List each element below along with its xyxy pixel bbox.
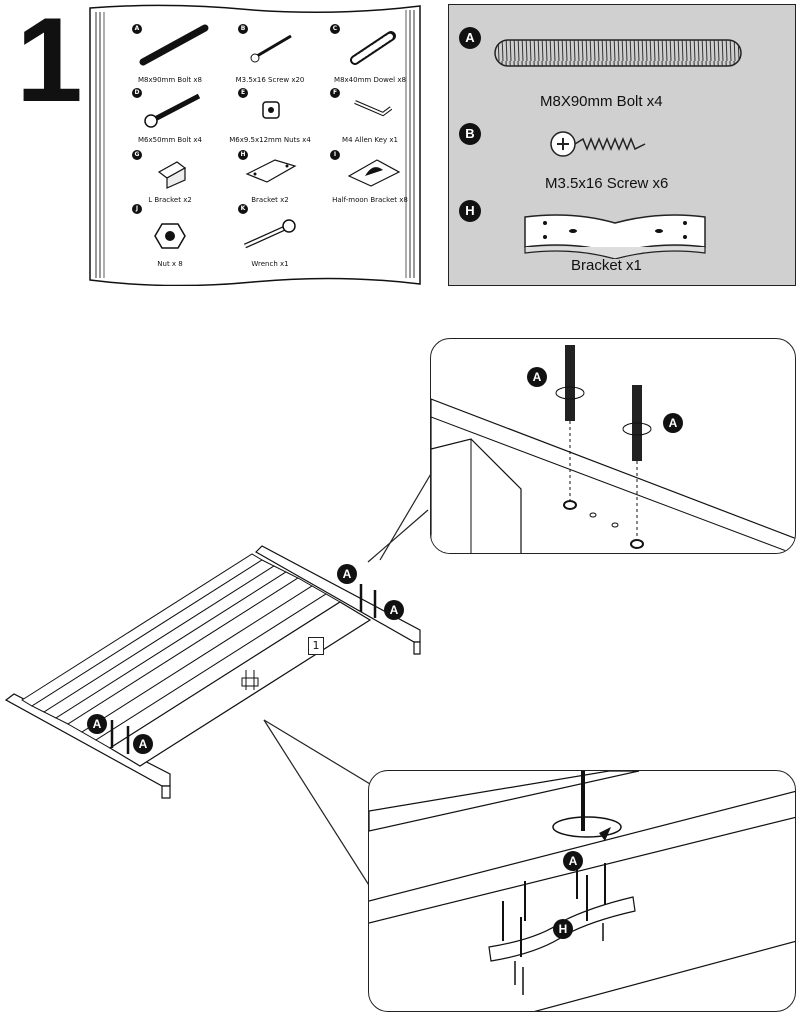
part-badge: G bbox=[132, 150, 142, 160]
part-badge: H bbox=[238, 150, 248, 160]
dowel-icon bbox=[350, 31, 396, 65]
wrench-icon bbox=[243, 219, 296, 249]
callout-badge: H bbox=[553, 919, 573, 939]
callout-badge: A bbox=[133, 734, 153, 754]
callout-badge: A bbox=[337, 564, 357, 584]
part-label: M4 Allen Key x1 bbox=[342, 136, 398, 144]
detail-panel-bracket: A H bbox=[368, 770, 796, 1012]
part-e-cell: M6x9.5x12mm Nuts x4 bbox=[218, 88, 322, 144]
part-h-cell: Bracket x2 bbox=[218, 150, 322, 204]
part-label: Bracket x2 bbox=[251, 196, 289, 204]
part-g-cell: L Bracket x2 bbox=[118, 150, 222, 204]
callout-badge: A bbox=[87, 714, 107, 734]
part-badge: A bbox=[459, 27, 481, 49]
detail-panel-bolts: A A bbox=[430, 338, 796, 554]
part-c-cell: M8x40mm Dowel x8 bbox=[318, 22, 422, 84]
part-badge: I bbox=[330, 150, 340, 160]
part-k-cell: Wrench x1 bbox=[218, 214, 322, 268]
part-badge: H bbox=[459, 200, 481, 222]
step-parts-box: A M8X90mm Bolt x4 B M3.5x16 Screw x6 H B… bbox=[448, 4, 796, 286]
part-badge: B bbox=[459, 123, 481, 145]
part-label: Half-moon Bracket x8 bbox=[332, 196, 408, 204]
part-f-cell: M4 Allen Key x1 bbox=[318, 88, 422, 144]
parts-sheet-frame bbox=[89, 4, 421, 287]
half-moon-bracket-icon bbox=[347, 159, 401, 187]
bolt-icon bbox=[494, 39, 742, 67]
part-badge: K bbox=[238, 204, 248, 214]
part-a-cell: M8x90mm Bolt x8 bbox=[118, 22, 222, 84]
part-b-cell: M3.5x16 Screw x20 bbox=[218, 22, 322, 84]
parts-sheet: M8x90mm Bolt x8 M3.5x16 Screw x20 M8x40m… bbox=[88, 4, 422, 287]
part-label: M8x40mm Dowel x8 bbox=[334, 76, 406, 84]
bracket-icon bbox=[245, 159, 297, 183]
part-d-cell: M6x50mm Bolt x4 bbox=[118, 88, 222, 144]
part-i-cell: Half-moon Bracket x8 bbox=[318, 150, 422, 204]
part-badge: C bbox=[330, 24, 340, 34]
part-label: M8x90mm Bolt x8 bbox=[137, 76, 202, 84]
bolt-icon bbox=[139, 24, 209, 66]
part-label: M6x9.5x12mm Nuts x4 bbox=[229, 136, 311, 144]
part-badge: D bbox=[132, 88, 142, 98]
part-badge: F bbox=[330, 88, 340, 98]
bracket-screw-detail bbox=[369, 771, 795, 1011]
l-bracket-icon bbox=[157, 161, 187, 189]
part-label: Wrench x1 bbox=[251, 260, 289, 268]
part-label: L Bracket x2 bbox=[148, 196, 192, 204]
part-label: M3.5x16 Screw x6 bbox=[545, 175, 669, 192]
part-badge: E bbox=[238, 88, 248, 98]
assembly-illustration bbox=[4, 449, 446, 891]
part-j-cell: Nut x 8 bbox=[118, 214, 222, 268]
callout-badge: A bbox=[563, 851, 583, 871]
step-number: 1 bbox=[16, 0, 83, 127]
part-label: M6x50mm Bolt x4 bbox=[137, 136, 202, 144]
callout-badge: A bbox=[384, 600, 404, 620]
screw-icon bbox=[250, 34, 292, 63]
callout-badge: A bbox=[527, 367, 547, 387]
part-badge: A bbox=[132, 24, 142, 34]
barrel-nut-icon bbox=[262, 101, 280, 119]
part-label: Nut x 8 bbox=[157, 260, 183, 268]
allen-key-icon bbox=[354, 100, 393, 117]
bolt-insert-detail bbox=[431, 345, 795, 553]
part-label: Bracket x1 bbox=[571, 257, 642, 274]
bracket-icon bbox=[524, 214, 706, 259]
hex-bolt-icon bbox=[144, 93, 201, 128]
part-label: M8X90mm Bolt x4 bbox=[540, 93, 663, 110]
nut-icon bbox=[154, 223, 186, 249]
part-badge: J bbox=[132, 204, 142, 214]
part-badge: B bbox=[238, 24, 248, 34]
part-label: M3.5x16 Screw x20 bbox=[235, 76, 305, 84]
panel-number: 1 bbox=[308, 637, 324, 655]
screw-icon bbox=[550, 131, 646, 157]
callout-badge: A bbox=[663, 413, 683, 433]
